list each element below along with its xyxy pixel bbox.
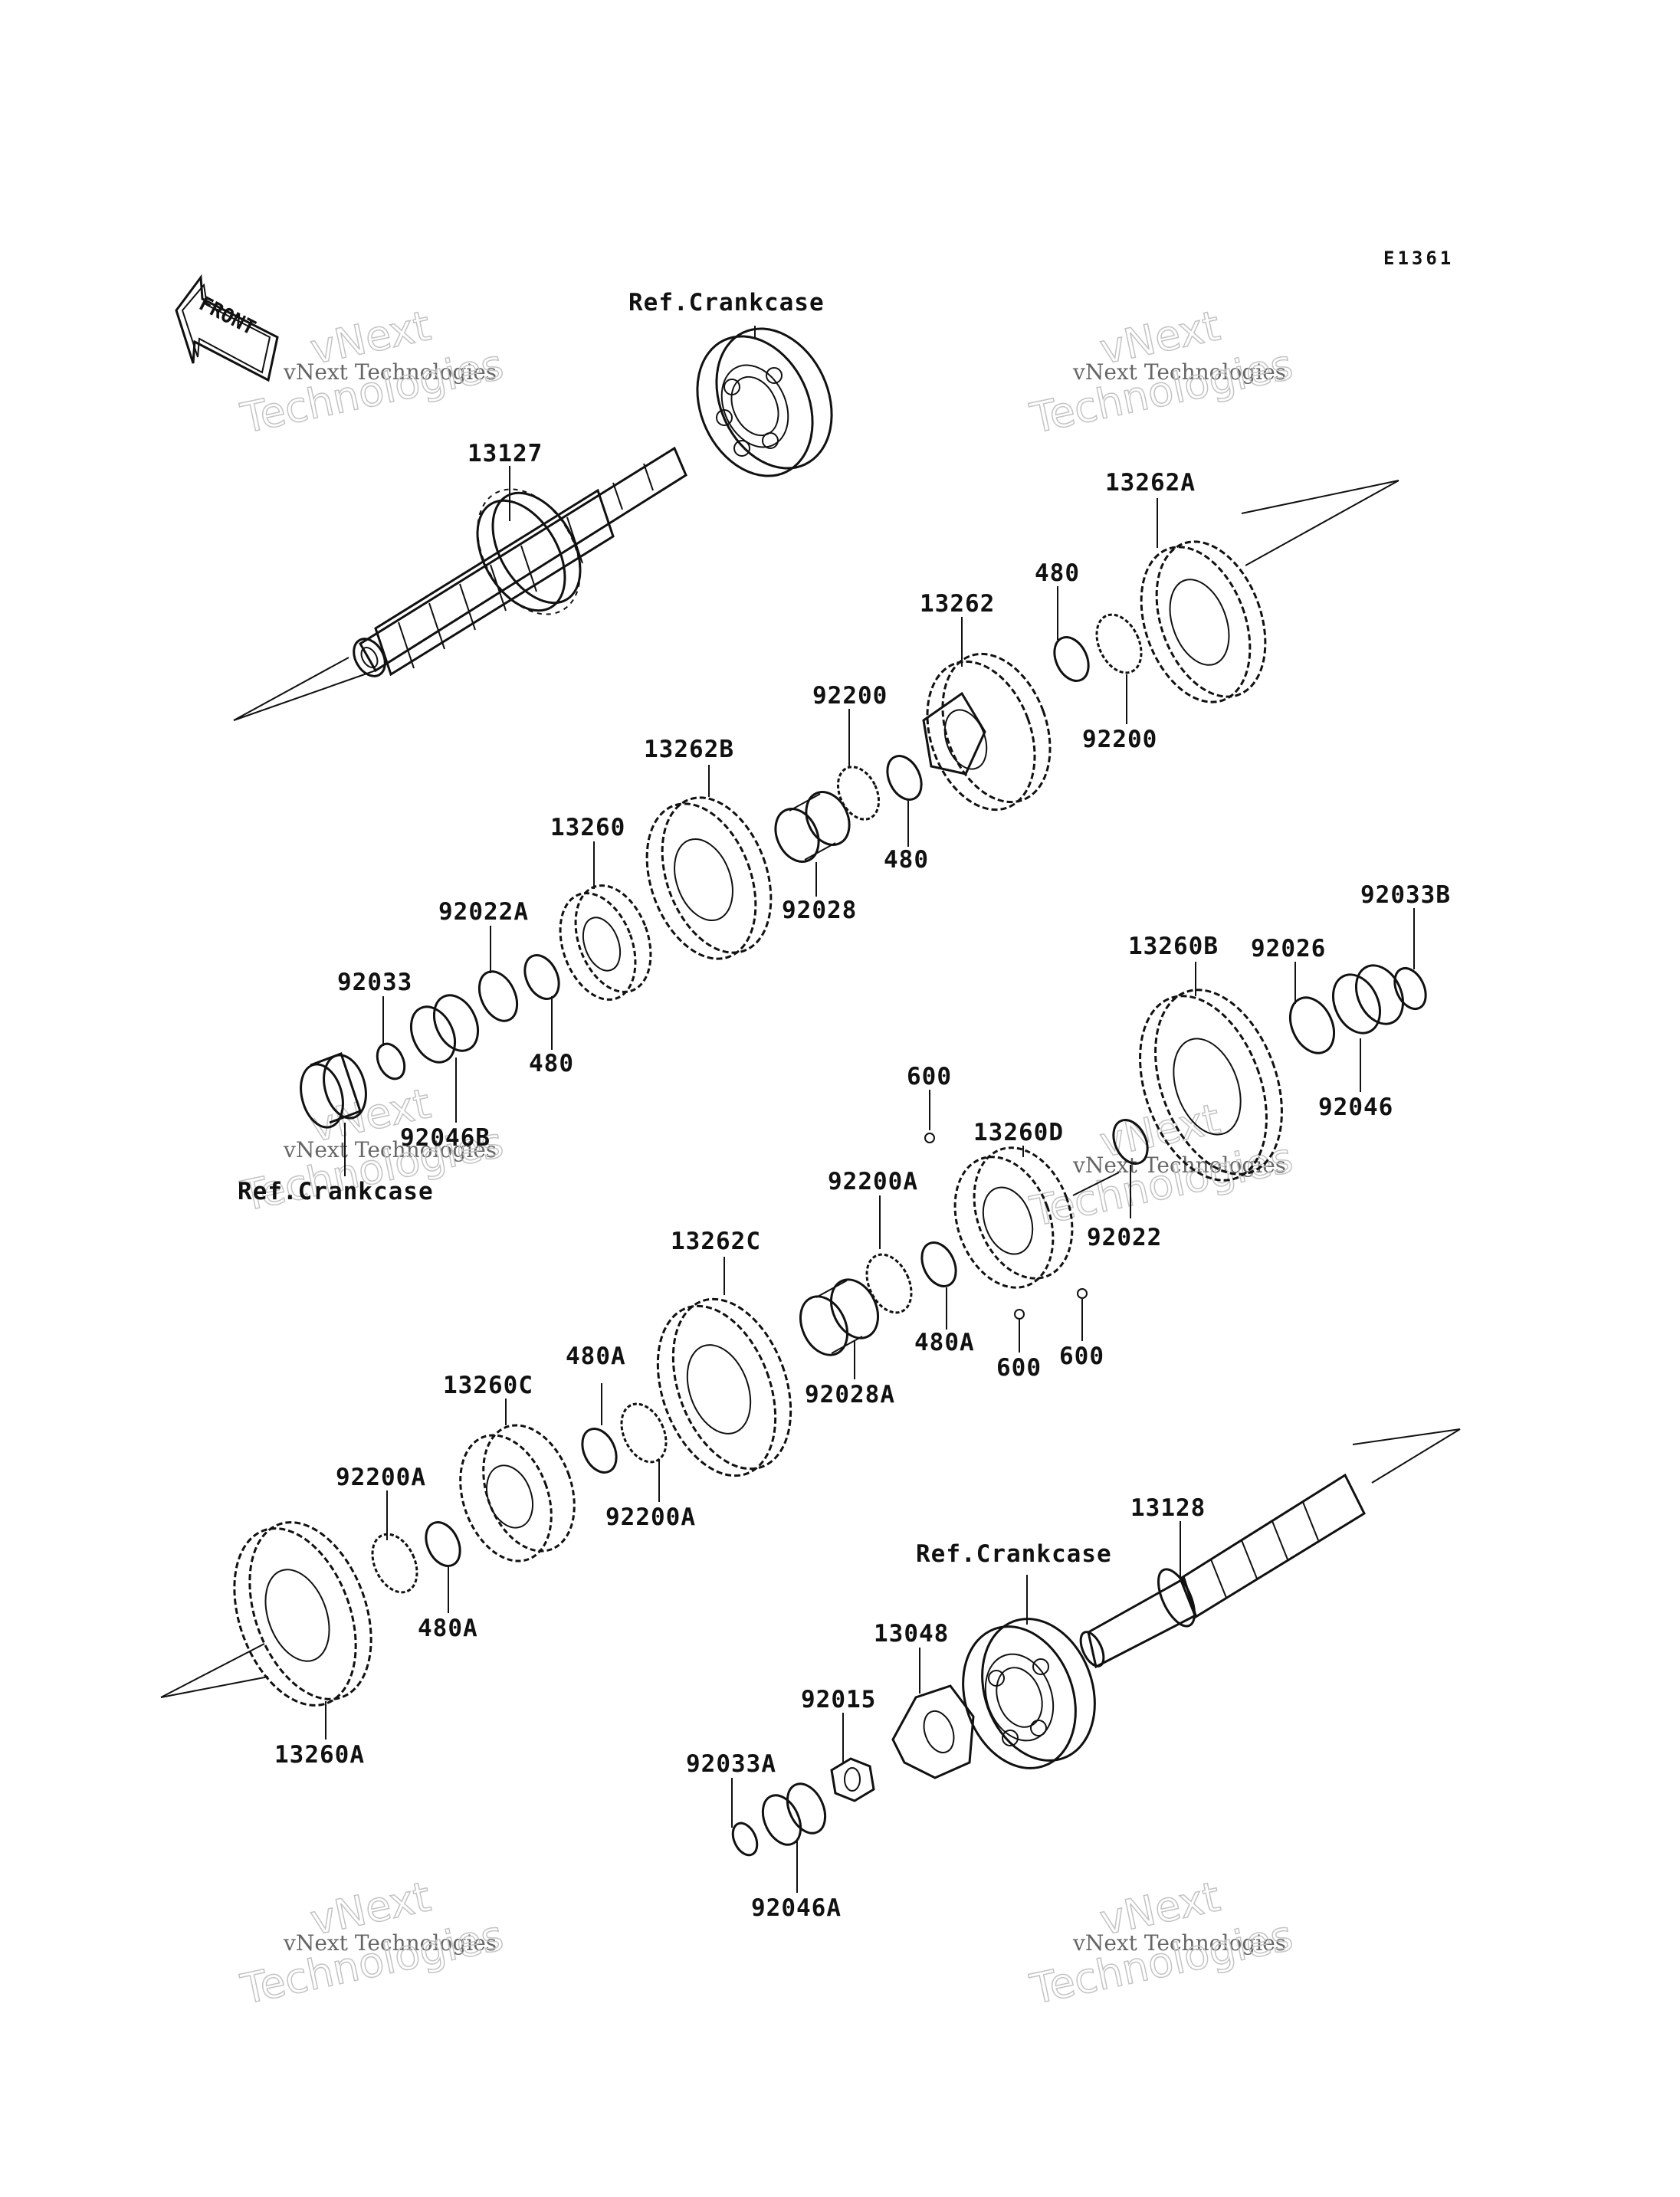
- steel-ball-600: [1014, 1309, 1025, 1320]
- circlip-92033B: [1393, 967, 1427, 1010]
- part-label-480A: 480A: [418, 1615, 478, 1642]
- leader-lines: [325, 326, 1415, 1893]
- part-label-13127: 13127: [468, 440, 543, 467]
- needle-bearing-92028A: [799, 1278, 879, 1356]
- part-label-600: 600: [1059, 1343, 1104, 1370]
- part-label-92033A: 92033A: [686, 1750, 776, 1778]
- part-label-13262C: 13262C: [671, 1228, 761, 1255]
- needle-bearing-92046B: [409, 994, 480, 1064]
- part-label-13128: 13128: [1130, 1494, 1206, 1522]
- part-label-480: 480: [884, 846, 929, 874]
- bearing-ref-crankcase-bottom: [962, 1618, 1096, 1769]
- ref-crankcase-label: Ref.Crankcase: [628, 289, 825, 316]
- output-shaft-13128: [1079, 1428, 1461, 1669]
- circlip-480: [523, 954, 560, 1000]
- part-label-13262: 13262: [920, 590, 995, 618]
- gear-13260C: [459, 1424, 576, 1562]
- part-label-480A: 480A: [914, 1329, 975, 1356]
- washer-92200: [1095, 613, 1143, 674]
- gear-13260: [559, 884, 652, 1001]
- washer-92200A: [371, 1533, 418, 1594]
- needle-bearing-92046: [1332, 964, 1404, 1035]
- part-label-480A: 480A: [566, 1343, 626, 1370]
- part-label-13262B: 13262B: [644, 736, 734, 763]
- circlip-480A: [425, 1521, 461, 1567]
- part-label-92028: 92028: [782, 897, 857, 924]
- ref-crankcase-label: Ref.Crankcase: [916, 1540, 1112, 1568]
- part-label-600: 600: [907, 1063, 952, 1090]
- part-label-92200: 92200: [812, 682, 888, 710]
- bearing-ref-crankcase-top: [696, 327, 833, 477]
- nut-92015: [830, 1757, 875, 1802]
- part-label-13260A: 13260A: [274, 1741, 365, 1769]
- part-label-480: 480: [529, 1050, 574, 1077]
- part-label-13260B: 13260B: [1128, 933, 1219, 960]
- part-label-92200A: 92200A: [605, 1503, 696, 1531]
- gear-13262: [922, 652, 1052, 812]
- gear-13260D: [953, 1146, 1074, 1289]
- gear-13260A: [160, 1521, 372, 1707]
- part-label-13260: 13260: [550, 814, 625, 841]
- part-label-480: 480: [1035, 559, 1080, 587]
- steel-ball-600: [924, 1133, 935, 1143]
- needle-bearing-92028: [774, 791, 851, 863]
- watermark-text: vNext Technologies: [283, 359, 497, 385]
- figure-code: E1361: [1383, 248, 1454, 269]
- washer-92026: [1288, 996, 1336, 1054]
- part-label-92033: 92033: [337, 969, 412, 996]
- part-label-92200: 92200: [1082, 726, 1157, 753]
- needle-bearing-92046A: [761, 1782, 827, 1846]
- washer-92200A: [865, 1253, 913, 1314]
- gear-13262A: [1140, 540, 1267, 703]
- part-label-92022: 92022: [1087, 1224, 1162, 1251]
- circlip-480A: [920, 1241, 957, 1287]
- steel-ball-600: [1077, 1288, 1088, 1299]
- part-label-600: 600: [996, 1354, 1042, 1382]
- washer-92022: [1112, 1119, 1149, 1165]
- part-label-92028A: 92028A: [805, 1381, 895, 1408]
- watermark-text: vNext Technologies: [283, 1137, 497, 1162]
- circlip-92033: [376, 1042, 406, 1080]
- watermark-text: vNext Technologies: [1072, 359, 1286, 385]
- part-label-92015: 92015: [801, 1686, 876, 1713]
- gear-13262B: [645, 796, 773, 960]
- part-labels: Ref.Crankcase 13127 13262A 480 13262 922…: [238, 289, 1451, 1922]
- circlip-480: [886, 755, 923, 801]
- front-arrow-icon: FRONT: [175, 274, 279, 382]
- input-shaft-13127: [233, 446, 1399, 721]
- bearing-cup-ref-crankcase-left: [300, 1052, 367, 1129]
- ref-crankcase-label: Ref.Crankcase: [238, 1178, 434, 1205]
- part-label-92022A: 92022A: [438, 898, 529, 926]
- part-label-13262A: 13262A: [1105, 469, 1196, 497]
- part-label-92200A: 92200A: [336, 1464, 426, 1491]
- circlip-480A: [581, 1428, 618, 1474]
- part-label-92046B: 92046B: [400, 1124, 491, 1152]
- part-label-92200A: 92200A: [828, 1168, 918, 1195]
- watermark-text: vNext Technologies: [1072, 1930, 1286, 1956]
- part-label-13260C: 13260C: [443, 1372, 533, 1399]
- part-label-92026: 92026: [1251, 935, 1326, 962]
- cam-13048: [891, 1684, 975, 1779]
- part-label-92046: 92046: [1318, 1094, 1393, 1121]
- front-label: FRONT: [195, 293, 259, 340]
- circlip-92033A: [731, 1822, 759, 1857]
- washer-92022A: [477, 970, 519, 1022]
- circlip-480: [1053, 636, 1090, 682]
- washer-92200A: [620, 1402, 668, 1464]
- gear-13262C: [656, 1297, 792, 1477]
- part-label-13048: 13048: [874, 1620, 949, 1648]
- gear-13260B: [1139, 989, 1283, 1182]
- part-label-92033B: 92033B: [1360, 881, 1451, 909]
- washer-92200: [836, 766, 881, 821]
- part-label-92046A: 92046A: [751, 1894, 842, 1922]
- watermark-text: vNext Technologies: [283, 1930, 497, 1956]
- part-label-13260D: 13260D: [973, 1119, 1064, 1146]
